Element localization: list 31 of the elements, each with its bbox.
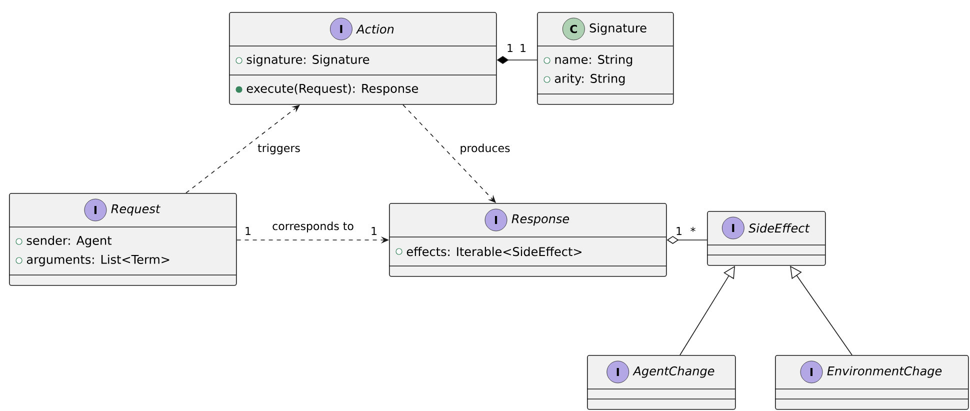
class-name: Signature xyxy=(590,23,646,35)
member: signature: Signature xyxy=(246,54,370,66)
member: name: String xyxy=(555,54,632,66)
edge-label: produces xyxy=(458,142,512,156)
class-name: Action xyxy=(356,24,394,34)
edge-label: triggers xyxy=(256,142,302,156)
edge-label: corresponds to xyxy=(271,220,355,234)
stereotype-badge: I xyxy=(484,208,508,232)
multiplicity: 1 xyxy=(508,44,512,52)
member: arity: String xyxy=(554,74,625,86)
member: arguments: List<Term> xyxy=(26,254,170,266)
stereotype-badge: I xyxy=(800,360,823,384)
class-name: Request xyxy=(111,204,161,216)
stereotype-badge: I xyxy=(722,216,744,240)
multiplicity: 1 xyxy=(520,44,526,52)
member: effects: Iterable<SideEffect> xyxy=(406,246,582,256)
class-name: AgentChange xyxy=(632,366,714,378)
multiplicity: 1 xyxy=(246,227,250,235)
stereotype-badge: C xyxy=(562,18,585,40)
dashed-arrow xyxy=(402,104,496,203)
stereotype-badge: I xyxy=(606,360,630,384)
class-name: SideEffect xyxy=(748,223,810,233)
member: sender: Agent xyxy=(26,236,112,248)
member: execute(Request): Response xyxy=(246,84,418,96)
multiplicity: 1 xyxy=(372,227,376,235)
stereotype-badge: I xyxy=(84,198,107,222)
class-name: EnvironmentChage xyxy=(827,366,942,378)
multiplicity: 1 xyxy=(676,227,682,235)
stereotype-badge: I xyxy=(330,18,352,40)
class-name: Response xyxy=(512,214,570,226)
multiplicity: * xyxy=(690,226,696,232)
